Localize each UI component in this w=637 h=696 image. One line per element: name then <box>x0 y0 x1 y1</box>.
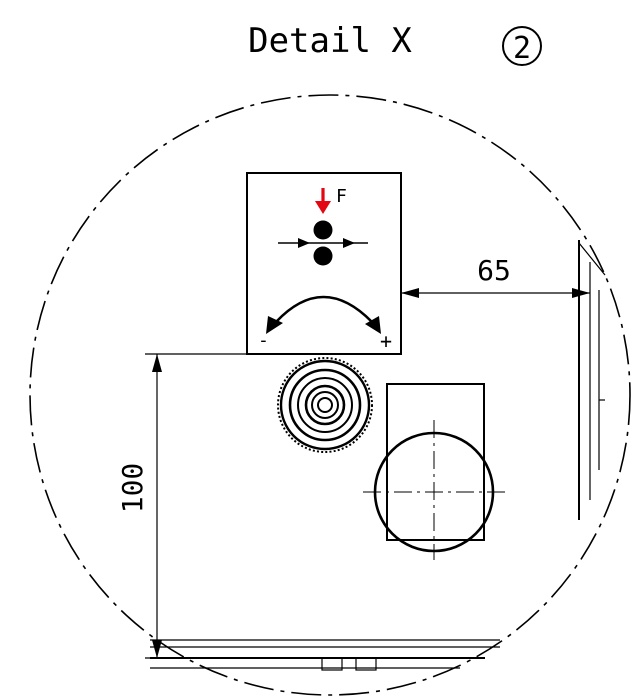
knurled-knob <box>277 357 373 453</box>
roller-housing <box>363 383 505 560</box>
dimension-vertical: 100 <box>116 353 247 659</box>
detail-number-badge: 2 <box>502 26 542 66</box>
plus-label: + <box>380 329 392 353</box>
pictogram-frame <box>246 172 402 355</box>
lower-roller-icon <box>313 246 333 266</box>
dimension-horizontal: 65 <box>401 254 590 298</box>
detail-boundary-circle <box>29 94 631 696</box>
feed-direction-icon <box>278 238 368 248</box>
upper-roller-icon <box>313 220 333 240</box>
detail-number: 2 <box>513 31 531 66</box>
base-plate <box>150 639 500 671</box>
minus-label: - <box>258 330 269 351</box>
adjustment-curved-arrow-icon <box>266 295 381 334</box>
dimension-65-value: 65 <box>477 254 511 287</box>
adjustment-pictogram: F - + <box>246 172 402 355</box>
detail-title: Detail X <box>248 21 412 61</box>
detail-number-circle <box>502 26 542 66</box>
right-frame-edge <box>578 240 606 520</box>
force-arrow-icon <box>315 188 331 214</box>
force-label: F <box>336 186 347 207</box>
dimension-100-value: 100 <box>116 463 149 514</box>
